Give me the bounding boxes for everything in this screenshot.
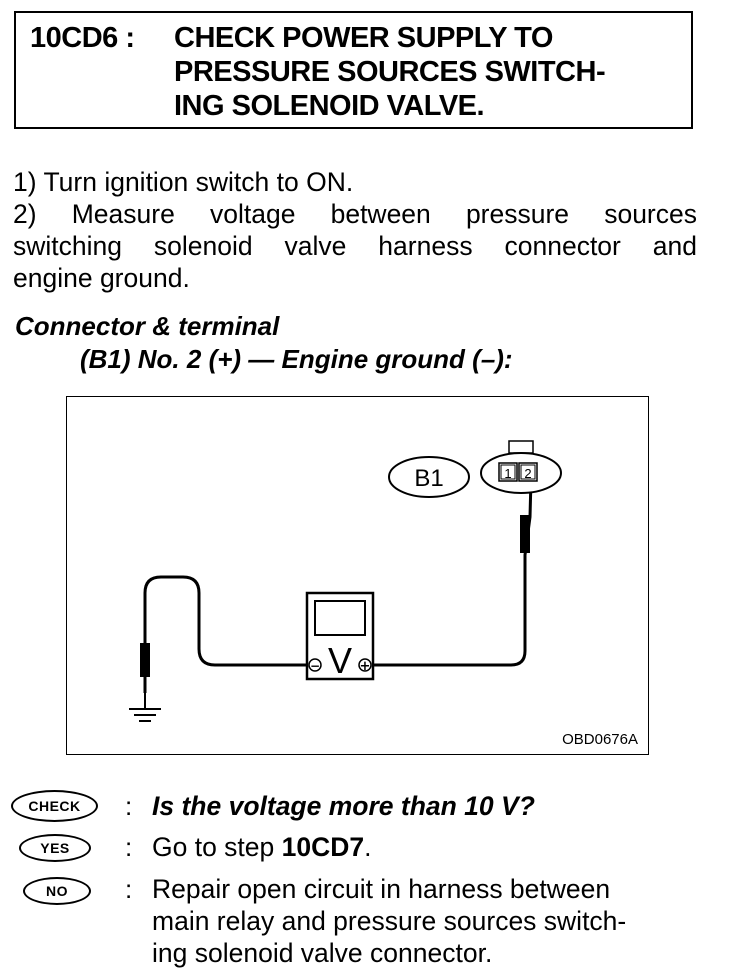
wire-connector-side — [373, 478, 533, 667]
figure-code: OBD0676A — [562, 731, 638, 748]
step-title-line: ING SOLENOID VALVE. — [174, 90, 485, 122]
connector-label-oval — [388, 456, 470, 498]
step-title-line: CHECK POWER SUPPLY TO — [174, 22, 553, 54]
connector-b1 — [480, 440, 562, 494]
instruction-line: switching solenoid valve harness connect… — [13, 231, 697, 261]
instruction-line: 1) Turn ignition switch to ON. — [13, 167, 354, 197]
voltmeter-plus: + — [360, 659, 371, 674]
yes-suffix: . — [364, 832, 372, 862]
ground-symbol — [129, 693, 161, 722]
connector-detail: (B1) No. 2 (+) — Engine ground (–): — [80, 344, 513, 374]
voltmeter-minus: − — [310, 659, 320, 673]
step-header-box: 10CD6 : CHECK POWER SUPPLY TO PRESSURE S… — [14, 11, 693, 129]
probe-connector — [520, 515, 530, 553]
wire-ground-side — [143, 575, 307, 693]
no-answer-line: ing solenoid valve connector. — [152, 938, 493, 968]
probe-ground — [140, 643, 150, 677]
step-title-line: PRESSURE SOURCES SWITCH- — [174, 56, 606, 88]
check-question: Is the voltage more than 10 V? — [152, 791, 535, 821]
no-answer-line: main relay and pressure sources switch- — [152, 906, 627, 936]
check-colon: : — [125, 791, 133, 821]
instruction-line: 2) Measure voltage between pressure sour… — [13, 199, 697, 229]
instruction-line: engine ground. — [13, 263, 190, 293]
yes-prefix: Go to step — [152, 832, 282, 862]
step-title: CHECK POWER SUPPLY TO PRESSURE SOURCES S… — [174, 21, 689, 123]
connector-label: B1 — [414, 465, 443, 492]
no-badge: NO — [23, 877, 91, 905]
yes-step-link: 10CD7 — [281, 832, 365, 862]
terminal-1-label: 1 — [504, 466, 511, 481]
connector-heading: Connector & terminal — [15, 311, 280, 341]
voltmeter-v-label: V — [328, 640, 352, 681]
check-badge: CHECK — [11, 790, 98, 822]
no-colon: : — [125, 874, 133, 904]
yes-colon: : — [125, 832, 133, 862]
instructions: 1) Turn ignition switch to ON. 2) Measur… — [13, 166, 697, 294]
wiring-diagram: V − + B1 1 2 OBD0676A — [66, 396, 649, 755]
yes-answer: Go to step 10CD7. — [152, 831, 372, 863]
yes-badge: YES — [19, 834, 91, 862]
no-answer-line: Repair open circuit in harness between — [152, 874, 611, 904]
terminal-2-label: 2 — [524, 466, 531, 481]
voltmeter — [305, 591, 375, 681]
step-code: 10CD6 : — [30, 22, 135, 54]
